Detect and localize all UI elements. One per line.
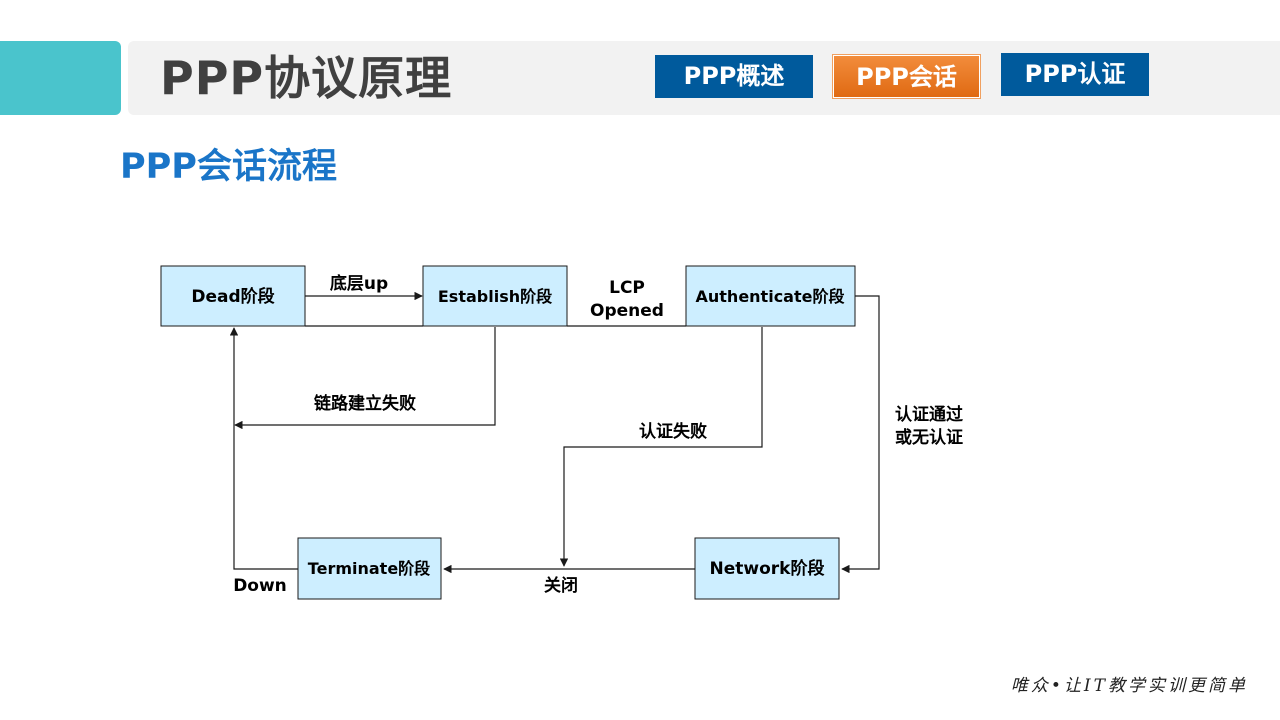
label-auth-passed-1: 认证通过: [895, 404, 963, 425]
node-authenticate: [685, 265, 856, 327]
flow-connectors: [229, 291, 880, 574]
edge-auth-pass: [841, 295, 880, 574]
footer-slogan: 唯众•让IT教学实训更简单: [1010, 676, 1248, 696]
label-auth-passed-2: 或无认证: [895, 427, 963, 448]
label-lcp: LCP: [609, 278, 645, 298]
node-terminate: [297, 537, 442, 600]
edge-auth-fail: [559, 327, 763, 567]
node-authenticate-label: Authenticate阶段: [696, 287, 846, 306]
tab-ppp-session[interactable]: PPP会话: [833, 55, 980, 98]
flow-nodes: [160, 265, 856, 600]
label-link-establish-failed: 链路建立失败: [314, 393, 416, 414]
node-establish: [422, 265, 568, 327]
node-dead-label: Dead阶段: [191, 286, 274, 307]
section-title: PPP会话流程: [120, 147, 337, 187]
node-terminate-label: Terminate阶段: [308, 559, 431, 578]
label-opened: Opened: [590, 301, 664, 321]
node-dead: [160, 265, 306, 327]
edge-establish-fail: [234, 327, 496, 430]
tab-ppp-overview[interactable]: PPP概述: [655, 55, 813, 98]
node-network: [694, 537, 840, 600]
label-auth-failed: 认证失败: [639, 421, 707, 442]
label-lower-layer-up: 底层up: [330, 273, 388, 294]
node-establish-label: Establish阶段: [438, 287, 553, 306]
label-close: 关闭: [544, 575, 578, 596]
page-title: PPP协议原理: [160, 51, 453, 105]
tab-ppp-authentication[interactable]: PPP认证: [1001, 53, 1149, 96]
node-network-label: Network阶段: [710, 558, 825, 579]
header-accent-block: [0, 41, 121, 115]
label-down: Down: [233, 576, 287, 596]
edge-terminate-to-dead: [229, 327, 298, 570]
